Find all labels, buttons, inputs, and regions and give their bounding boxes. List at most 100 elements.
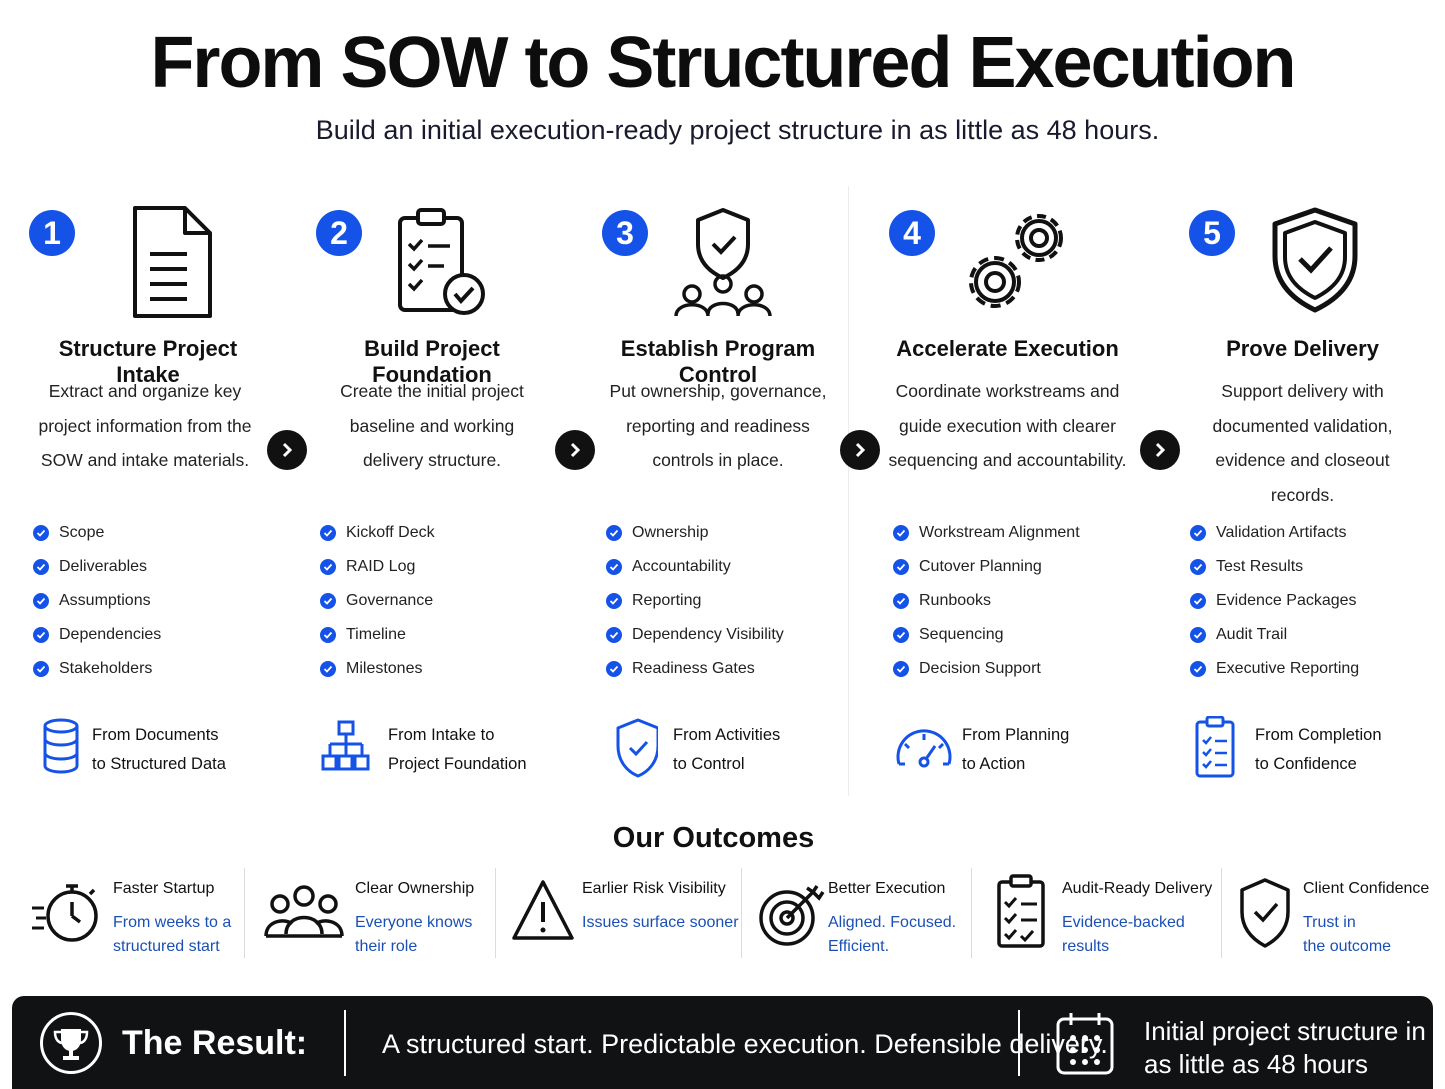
list-item: Deliverables — [33, 550, 161, 584]
result-separator — [1018, 1010, 1020, 1076]
step-description: Put ownership, governance,reporting and … — [609, 381, 827, 470]
outcome-divider — [971, 868, 972, 958]
list-item: Stakeholders — [33, 652, 161, 686]
list-item: Executive Reporting — [1190, 652, 1359, 686]
step-checklist: Workstream Alignment Cutover Planning Ru… — [893, 516, 1080, 686]
outcome-name: Clear Ownership — [355, 880, 475, 897]
document-icon — [133, 206, 212, 318]
list-item: Governance — [320, 584, 435, 618]
chevron-right-icon — [570, 442, 581, 458]
list-item: Sequencing — [893, 618, 1080, 652]
list-item: Validation Artifacts — [1190, 516, 1359, 550]
shield-check-icon — [1272, 207, 1358, 313]
check-icon — [893, 525, 909, 541]
clipboard-list-icon — [997, 874, 1045, 948]
check-icon — [893, 627, 909, 643]
check-icon — [1190, 525, 1206, 541]
gears-icon — [969, 214, 1063, 308]
list-item: Milestones — [320, 652, 435, 686]
chevron-right-icon — [855, 442, 866, 458]
result-label: The Result: — [122, 1024, 308, 1062]
step-checklist: Scope Deliverables Assumptions Dependenc… — [33, 516, 161, 686]
outcomes-title: Our Outcomes — [612, 822, 815, 854]
check-icon — [1190, 661, 1206, 677]
chevron-right-icon — [282, 442, 293, 458]
next-arrow-button[interactable] — [840, 430, 880, 470]
outcome-name: Better Execution — [828, 880, 946, 897]
clipboard-check-icon — [398, 208, 485, 315]
calendar-icon — [1056, 1013, 1114, 1075]
checklist-icon — [1195, 716, 1235, 778]
shield-check-icon — [1240, 878, 1290, 948]
check-icon — [320, 559, 336, 575]
outcome-description: Issues surface sooner — [582, 914, 739, 931]
list-item: Workstream Alignment — [893, 516, 1080, 550]
list-item: RAID Log — [320, 550, 435, 584]
warning-icon — [512, 880, 574, 940]
chevron-right-icon — [1155, 442, 1166, 458]
list-item: Assumptions — [33, 584, 161, 618]
outcome-divider — [495, 868, 496, 958]
check-icon — [1190, 559, 1206, 575]
check-icon — [33, 627, 49, 643]
step-number: 5 — [1189, 210, 1235, 256]
check-icon — [33, 661, 49, 677]
check-icon — [33, 525, 49, 541]
check-icon — [606, 559, 622, 575]
check-icon — [606, 661, 622, 677]
check-icon — [1190, 593, 1206, 609]
step-4: 4 Accelerate Execution Coordinate workst… — [885, 186, 1130, 796]
step-1: 1 Structure Project Intake Extract and o… — [25, 186, 270, 796]
outcome-earlier-risk-visibility: Earlier Risk Visibility Issues surface s… — [510, 870, 740, 960]
step-number: 4 — [889, 210, 935, 256]
list-item: Cutover Planning — [893, 550, 1080, 584]
check-icon — [893, 593, 909, 609]
outcome-name: Faster Startup — [113, 880, 215, 897]
check-icon — [1190, 627, 1206, 643]
step-title: Prove Delivery — [1226, 336, 1379, 361]
next-arrow-button[interactable] — [267, 430, 307, 470]
list-item: Scope — [33, 516, 161, 550]
step-title: Accelerate Execution — [896, 336, 1119, 361]
next-arrow-button[interactable] — [555, 430, 595, 470]
shield-team-icon — [674, 208, 772, 317]
column-divider — [848, 186, 849, 796]
list-item: Test Results — [1190, 550, 1359, 584]
check-icon — [893, 559, 909, 575]
next-arrow-button[interactable] — [1140, 430, 1180, 470]
list-item: Decision Support — [893, 652, 1080, 686]
step-2: 2 Build Project Foundation Create the in… — [312, 186, 557, 796]
check-icon — [606, 525, 622, 541]
outcome-name: Audit-Ready Delivery — [1062, 880, 1213, 897]
trophy-icon — [53, 1029, 89, 1060]
step-3: 3 Establish Program Control Put ownershi… — [598, 186, 843, 796]
page-subtitle: Build an initial execution-ready project… — [315, 115, 1160, 145]
stopwatch-icon — [32, 884, 98, 942]
check-icon — [320, 627, 336, 643]
result-separator — [344, 1010, 346, 1076]
list-item: Runbooks — [893, 584, 1080, 618]
check-icon — [33, 593, 49, 609]
list-item: Dependencies — [33, 618, 161, 652]
outcome-description: Aligned. Focused.Efficient. — [828, 914, 957, 955]
check-icon — [606, 627, 622, 643]
team-icon — [264, 885, 344, 938]
target-icon — [759, 885, 825, 946]
step-number: 2 — [316, 210, 362, 256]
database-icon — [43, 718, 79, 774]
